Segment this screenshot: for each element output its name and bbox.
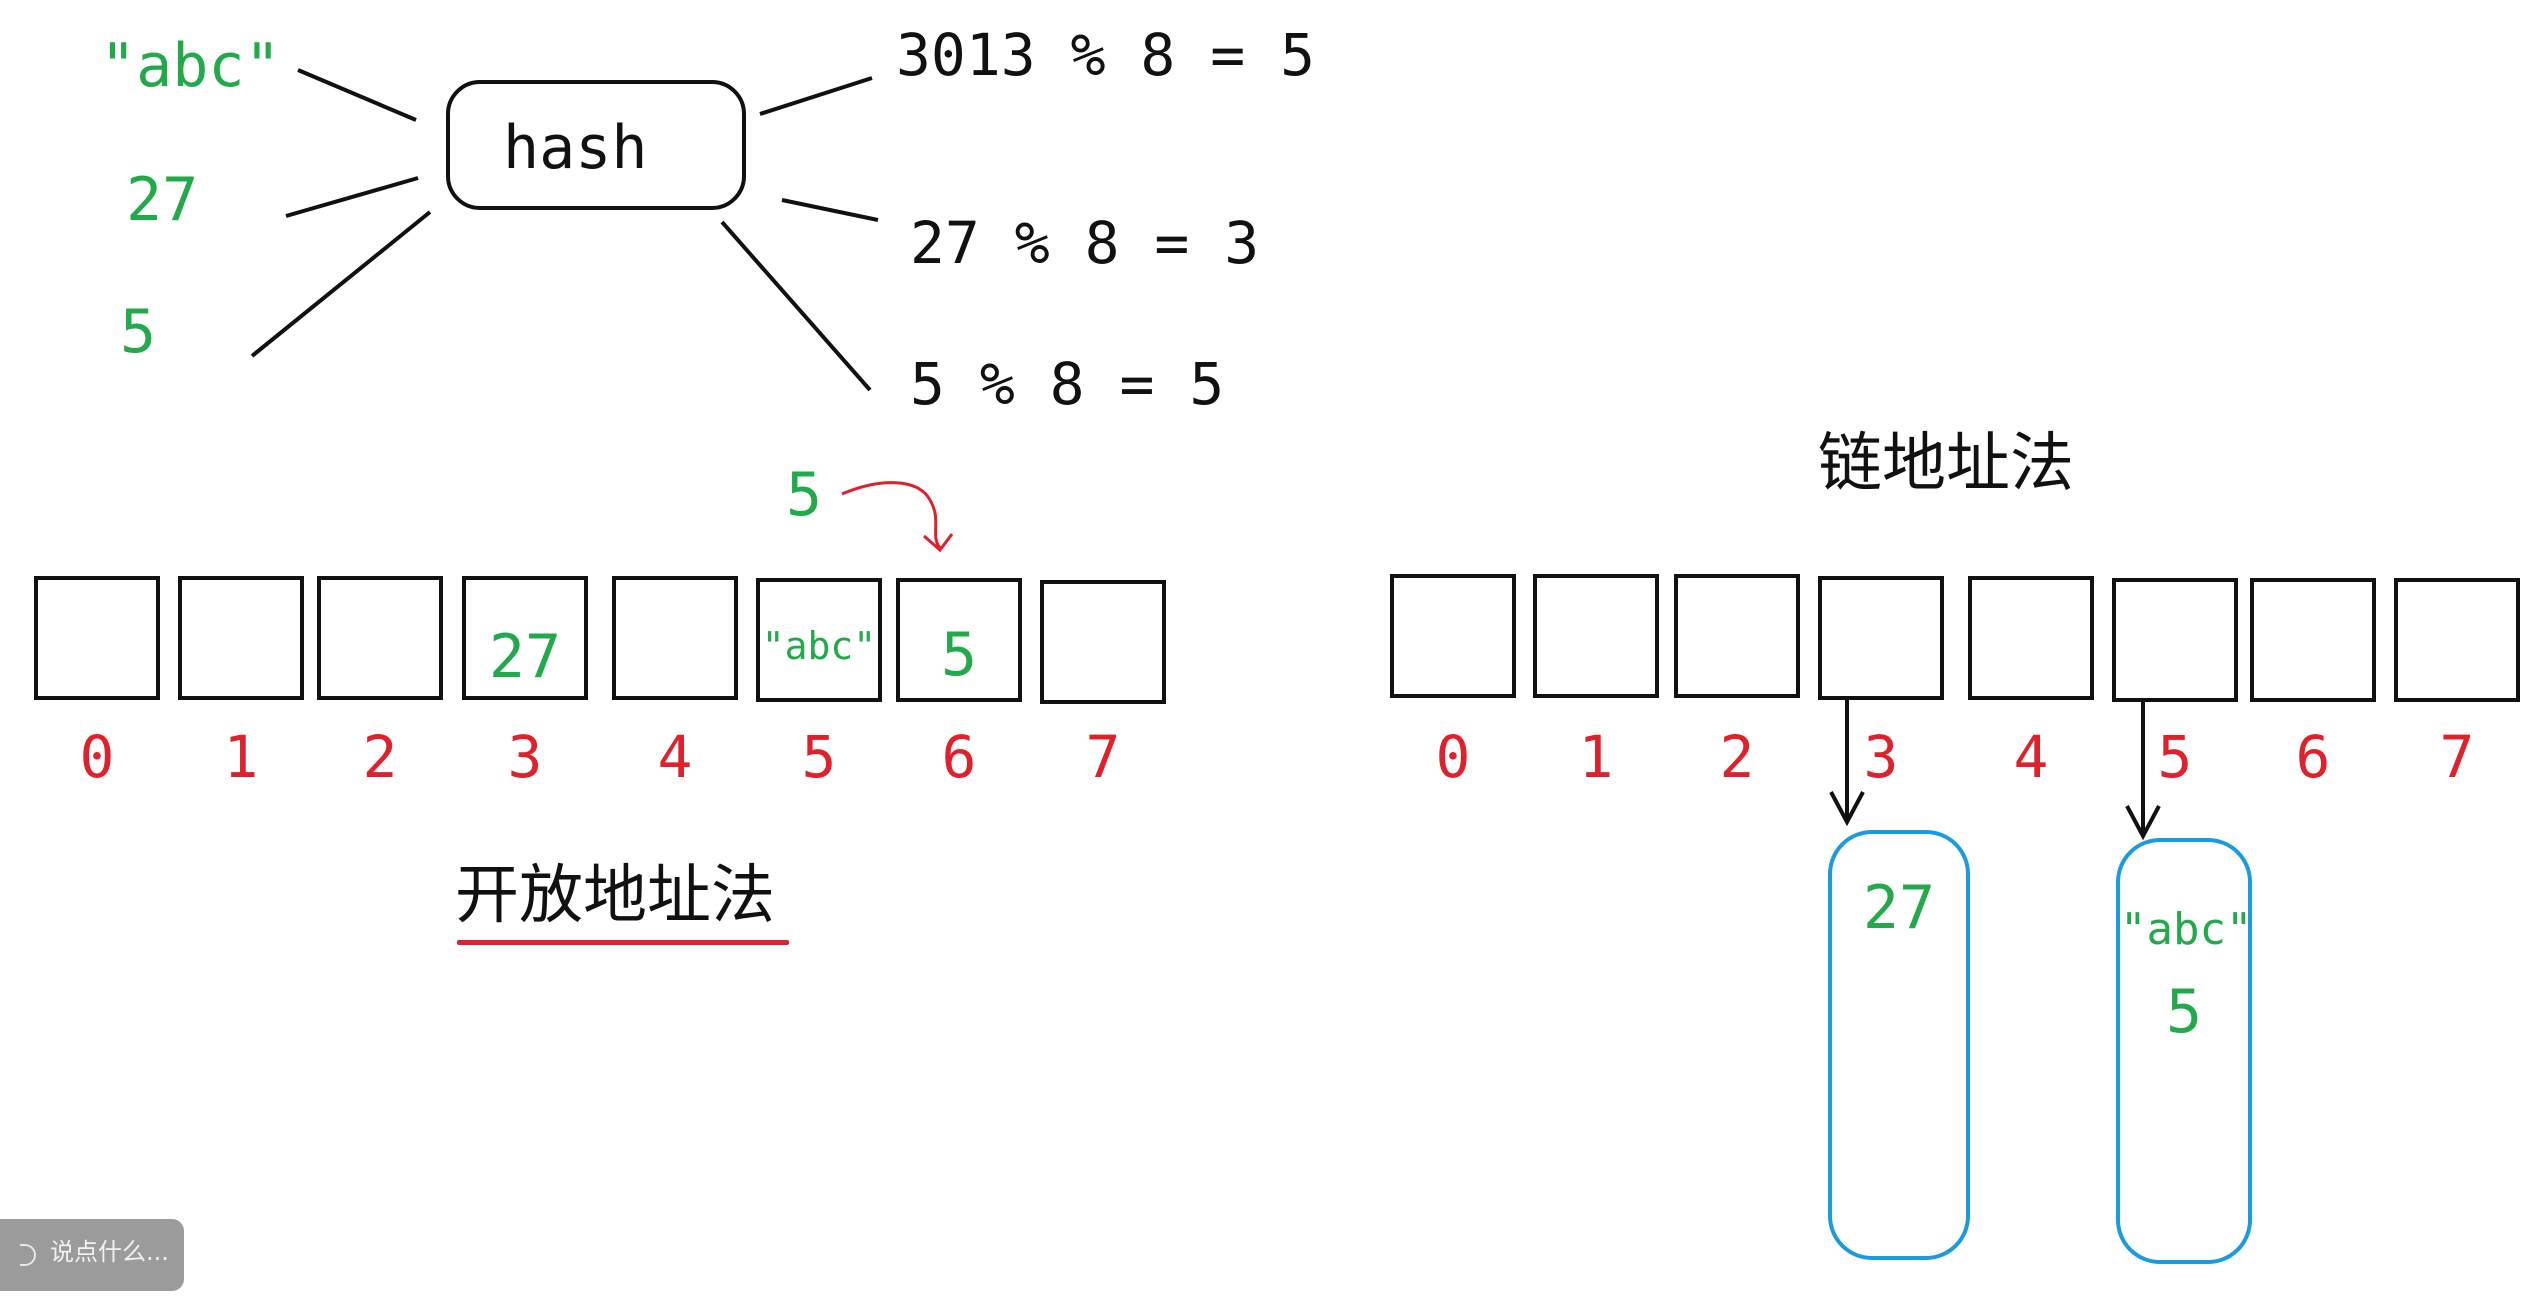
equation-5: 5 % 8 = 5 xyxy=(910,350,1225,418)
hash-label: hash xyxy=(503,113,648,183)
open-cell-value: 5 xyxy=(940,620,978,690)
open-cell-3: 27 xyxy=(462,576,588,700)
comment-icon xyxy=(20,1244,36,1266)
chain-list-bucket-3: 27 xyxy=(1828,830,1970,1260)
open-cell-5: "abc" xyxy=(756,578,882,702)
probe-arrow xyxy=(841,481,942,549)
chain-cell-2 xyxy=(1674,574,1800,698)
probe-arrowhead xyxy=(923,533,954,553)
input-abc: "abc" xyxy=(100,31,281,101)
chain-index-2: 2 xyxy=(1719,723,1755,791)
chain-index-5: 5 xyxy=(2157,723,2193,791)
probe-value: 5 xyxy=(786,460,823,530)
chain-node: 27 xyxy=(1862,873,1936,943)
open-index-2: 2 xyxy=(362,723,398,791)
chain-index-3: 3 xyxy=(1863,723,1899,791)
chain-cell-5 xyxy=(2112,578,2238,702)
chain-node: 5 xyxy=(2165,977,2203,1047)
chain-cell-6 xyxy=(2250,578,2376,702)
chain-cell-1 xyxy=(1533,574,1659,698)
comment-placeholder[interactable]: 说点什么... xyxy=(50,1238,169,1266)
open-cell-2 xyxy=(317,576,443,700)
line-hash-to-eq3 xyxy=(720,220,872,392)
line-abc-to-hash xyxy=(297,68,417,122)
open-index-4: 4 xyxy=(657,723,693,791)
open-index-3: 3 xyxy=(507,723,543,791)
chain-cell-4 xyxy=(1968,576,2094,700)
open-cell-0 xyxy=(34,576,160,700)
open-cell-value: "abc" xyxy=(761,624,877,668)
chain-arrowhead-3 xyxy=(1829,791,1865,827)
open-index-5: 5 xyxy=(801,723,837,791)
chain-cell-0 xyxy=(1390,574,1516,698)
input-27: 27 xyxy=(126,165,199,235)
title-underline xyxy=(457,940,789,945)
chain-index-4: 4 xyxy=(2013,723,2049,791)
chain-index-7: 7 xyxy=(2439,723,2475,791)
chain-cell-7 xyxy=(2394,578,2520,702)
open-cell-6: 5 xyxy=(896,578,1022,702)
line-5-to-hash xyxy=(250,210,432,358)
chain-index-0: 0 xyxy=(1435,723,1471,791)
open-cell-value: 27 xyxy=(488,622,562,692)
open-cell-4 xyxy=(612,576,738,700)
line-hash-to-eq2 xyxy=(781,198,879,222)
chain-node: "abc" xyxy=(2120,904,2253,955)
chain-cell-3 xyxy=(1818,576,1944,700)
hash-box xyxy=(446,80,746,210)
open-addressing-title: 开放地址法 xyxy=(455,859,775,933)
line-hash-to-eq1 xyxy=(759,76,873,116)
line-27-to-hash xyxy=(285,176,419,218)
chain-arrowhead-5 xyxy=(2125,805,2161,841)
open-cell-7 xyxy=(1040,580,1166,704)
chaining-title: 链地址法 xyxy=(1818,427,2074,501)
open-index-6: 6 xyxy=(941,723,977,791)
open-index-0: 0 xyxy=(79,723,115,791)
open-cell-1 xyxy=(178,576,304,700)
open-index-1: 1 xyxy=(223,723,259,791)
equation-27: 27 % 8 = 3 xyxy=(910,209,1260,277)
chain-list-bucket-5: "abc" 5 xyxy=(2116,838,2252,1264)
equation-3013: 3013 % 8 = 5 xyxy=(896,21,1316,89)
chain-index-1: 1 xyxy=(1578,723,1614,791)
open-index-7: 7 xyxy=(1085,723,1121,791)
input-5: 5 xyxy=(120,297,157,367)
chain-index-6: 6 xyxy=(2295,723,2331,791)
